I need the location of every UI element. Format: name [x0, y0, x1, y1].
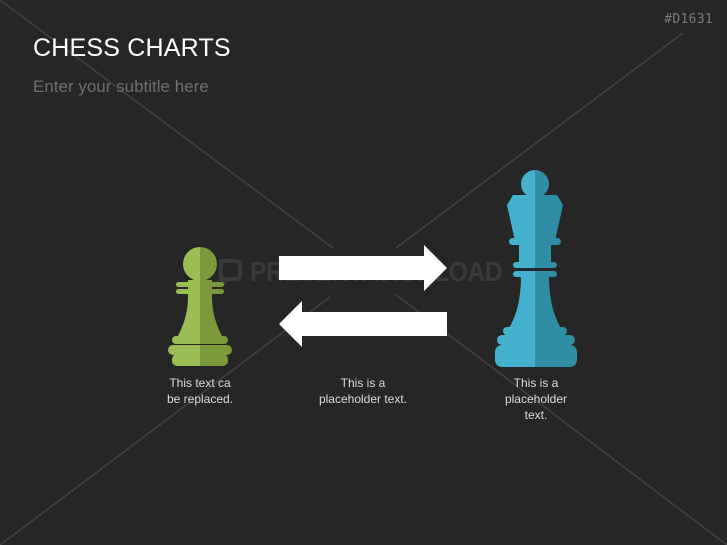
- king-icon[interactable]: [493, 169, 579, 368]
- slide-title[interactable]: CHESS CHARTS: [33, 34, 231, 62]
- king-caption-line-3: text.: [524, 408, 548, 422]
- pawn-caption-line-1: This text ca: [169, 376, 231, 390]
- pawn-icon[interactable]: [166, 246, 234, 368]
- arrow-left-icon[interactable]: [279, 301, 449, 349]
- pawn-caption[interactable]: This text ca be replaced.: [150, 375, 250, 407]
- slide-id-label: #D1631: [664, 12, 713, 27]
- king-caption-line-1: This is a: [513, 376, 559, 390]
- watermark-logo-icon: [219, 259, 242, 286]
- king-caption[interactable]: This is a placeholder text.: [486, 375, 586, 423]
- arrow-right-icon[interactable]: [279, 245, 449, 293]
- pawn-caption-line-2: be replaced.: [166, 392, 234, 406]
- arrows-caption-line-2: placeholder text.: [318, 392, 408, 406]
- arrows-caption-line-1: This is a: [340, 376, 386, 390]
- arrows-caption[interactable]: This is a placeholder text.: [303, 375, 423, 407]
- slide-subtitle[interactable]: Enter your subtitle here: [33, 77, 209, 96]
- king-caption-line-2: placeholder: [504, 392, 568, 406]
